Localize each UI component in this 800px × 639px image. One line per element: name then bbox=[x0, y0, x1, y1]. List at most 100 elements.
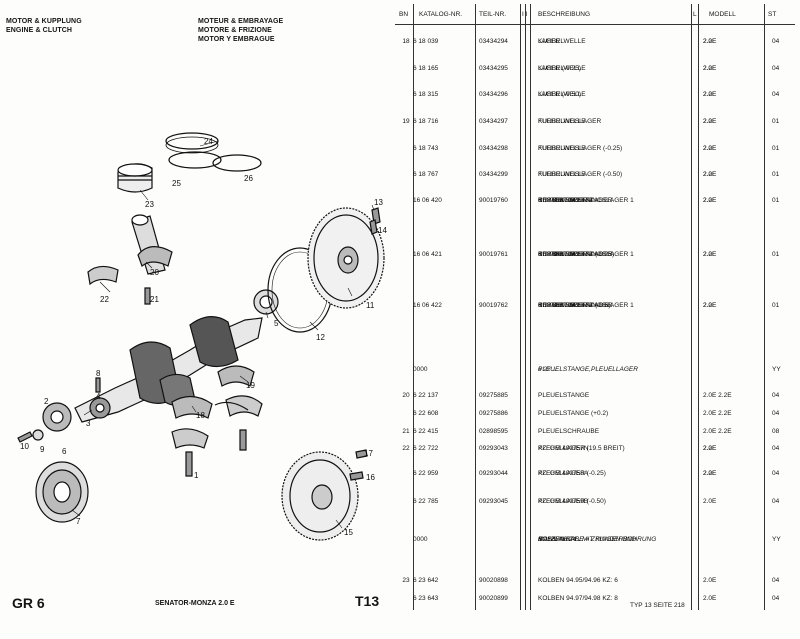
cell-st: 04 bbox=[772, 498, 780, 505]
cell-st: 01 bbox=[772, 251, 780, 258]
cell-teil-nr: 90019760 bbox=[479, 197, 508, 204]
cell-teil-nr: 03434296 bbox=[479, 91, 508, 98]
cell-teil-nr: 09293045 bbox=[479, 498, 508, 505]
modell-line: 2.2E bbox=[703, 171, 717, 178]
washer-9 bbox=[32, 429, 44, 441]
callout-label: 10 bbox=[20, 442, 29, 451]
bolt-1 bbox=[185, 451, 193, 477]
cell-katalog-nr: 6 18 315 bbox=[413, 91, 439, 98]
column-rule bbox=[764, 4, 765, 610]
description-line: KOLBEN 94.97/94.98 KZ: 8 bbox=[538, 595, 618, 602]
bearing-shell-22 bbox=[87, 265, 119, 286]
cell-katalog-nr: 6 22 959 bbox=[413, 470, 439, 477]
description-line: LAGER (-0.50) bbox=[538, 91, 581, 98]
description-line: 6 18 716 FUEHRUNGSLAGER 1 bbox=[538, 197, 634, 204]
description-line: LAGER (-0.25) bbox=[538, 65, 581, 72]
cell-teil-nr: 03434298 bbox=[479, 145, 508, 152]
cell-katalog-nr: 6 22 137 bbox=[413, 392, 439, 399]
description-line: PLEUELSTANGE bbox=[538, 392, 590, 399]
col-header-bn: BN bbox=[399, 11, 409, 18]
modell-line: 2.0E 2.2E bbox=[703, 410, 732, 417]
modell-line: 2.2E bbox=[703, 91, 717, 98]
section-title-line: MOTEUR & EMBRAYAGE bbox=[198, 18, 284, 25]
modell-line: 2.2E bbox=[703, 38, 717, 45]
modell-line: 2.0E bbox=[703, 118, 717, 125]
cell-katalog-nr: 6 18 165 bbox=[413, 65, 439, 72]
description-line: KURBELWELLE bbox=[538, 65, 586, 72]
cell-teil-nr: 90019762 bbox=[479, 302, 508, 309]
description-line: KURBELWELLE bbox=[538, 145, 586, 152]
callout-label: 14 bbox=[378, 226, 387, 235]
cell-katalog-nr: 6 18 039 bbox=[413, 38, 439, 45]
modell-line: 2.0E bbox=[703, 38, 717, 45]
description-line: LAGER bbox=[538, 38, 561, 45]
description-line: BESTEHT AUS: bbox=[538, 197, 585, 204]
cell-st: 04 bbox=[772, 410, 780, 417]
column-rule bbox=[475, 4, 476, 610]
cell-st: 04 bbox=[772, 91, 780, 98]
description-line: KOLBEN KPL. MIT RINGEN UND bbox=[538, 536, 637, 543]
col-header-l: L bbox=[693, 11, 697, 18]
section-title-left: MOTOR & KUPPLUNG ENGINE & CLUTCH bbox=[6, 17, 82, 35]
modell-line: 2.0E bbox=[703, 445, 717, 452]
description-line: 6 18 165 LAGER 4 bbox=[538, 251, 593, 258]
callout-label: 25 bbox=[172, 179, 181, 188]
modell-line: 2.2E bbox=[703, 145, 717, 152]
description-line: KURBELWELLENLAGER bbox=[538, 197, 613, 204]
modell-line: 2.0E bbox=[703, 498, 717, 505]
modell-line: 2.0E bbox=[703, 302, 717, 309]
column-rule bbox=[691, 4, 692, 610]
cell-teil-nr: 90020899 bbox=[479, 595, 508, 602]
description-line: KZ: GM 400758A bbox=[538, 470, 589, 477]
cell-teil-nr: 03434299 bbox=[479, 171, 508, 178]
cell-katalog-nr: 0000 bbox=[413, 366, 428, 373]
callout-label: 16 bbox=[366, 473, 375, 482]
cell-katalog-nr: 6 22 608 bbox=[413, 410, 439, 417]
description-line: PLEUELLAGER (-0.25) bbox=[538, 470, 606, 477]
cell-st: 04 bbox=[772, 595, 780, 602]
modell-line: 2.0E bbox=[703, 171, 717, 178]
cell-st: YY bbox=[772, 536, 781, 543]
description-line: KOLBEN 94.95/94.96 KZ: 6 bbox=[538, 577, 618, 584]
callout-label: 11 bbox=[366, 301, 375, 310]
callout-label: 20 bbox=[150, 268, 159, 277]
cell-katalog-nr: 16 06 420 bbox=[413, 197, 442, 204]
description-line: 6 18 767 FUEHRUNGSLAGER 1 bbox=[538, 302, 634, 309]
description-line: KURBELWELLE bbox=[538, 38, 586, 45]
cell-bn: 20 bbox=[402, 392, 410, 399]
description-line: KURBELWELLE bbox=[538, 91, 586, 98]
cell-teil-nr: 09293044 bbox=[479, 470, 508, 477]
modell-line: 2.0E bbox=[703, 197, 717, 204]
modell-line: 2.2E bbox=[703, 118, 717, 125]
cell-st: 01 bbox=[772, 171, 780, 178]
cell-katalog-nr: 6 22 722 bbox=[413, 445, 439, 452]
cell-st: 04 bbox=[772, 392, 780, 399]
callout-label: 6 bbox=[62, 447, 67, 456]
cell-st: 04 bbox=[772, 577, 780, 584]
description-line: 6 18 743 FUEHRUNGSLAGER 1 bbox=[538, 251, 634, 258]
cell-katalog-nr: 6 23 643 bbox=[413, 595, 439, 602]
callout-label: 5 bbox=[274, 319, 279, 328]
cell-teil-nr: 02898595 bbox=[479, 428, 508, 435]
callout-label: 18 bbox=[196, 411, 205, 420]
description-line: PLEUELLAGER (19.5 BREIT) bbox=[538, 445, 625, 452]
modell-line: 2.0E 2.2E bbox=[703, 428, 732, 435]
cell-katalog-nr: 16 06 422 bbox=[413, 302, 442, 309]
cell-katalog-nr: 6 18 743 bbox=[413, 145, 439, 152]
description-line: REPARATURSATZ bbox=[538, 197, 594, 204]
callout-label: 3 bbox=[86, 419, 91, 428]
cell-teil-nr: 03434294 bbox=[479, 38, 508, 45]
description-line: 6 18 315 LAGER 4 bbox=[538, 302, 593, 309]
page-code: T13 bbox=[355, 593, 380, 609]
cell-st: 04 bbox=[772, 65, 780, 72]
cell-katalog-nr: 6 18 716 bbox=[413, 118, 439, 125]
description-line: FUEHRUNGSLAGER (-0.50) bbox=[538, 171, 623, 178]
modell-line: 2.2E bbox=[703, 445, 717, 452]
callout-label: 26 bbox=[244, 174, 253, 183]
description-line: 6 23 ... - 6 24 ... bbox=[538, 536, 584, 543]
callout-label: 24 bbox=[204, 137, 213, 146]
cell-st: 08 bbox=[772, 428, 780, 435]
section-title-line: MOTOR & KUPPLUNG bbox=[6, 18, 82, 25]
bolt-16 bbox=[349, 471, 364, 481]
description-line: REPARATURSATZ (-0.5) bbox=[538, 302, 611, 309]
